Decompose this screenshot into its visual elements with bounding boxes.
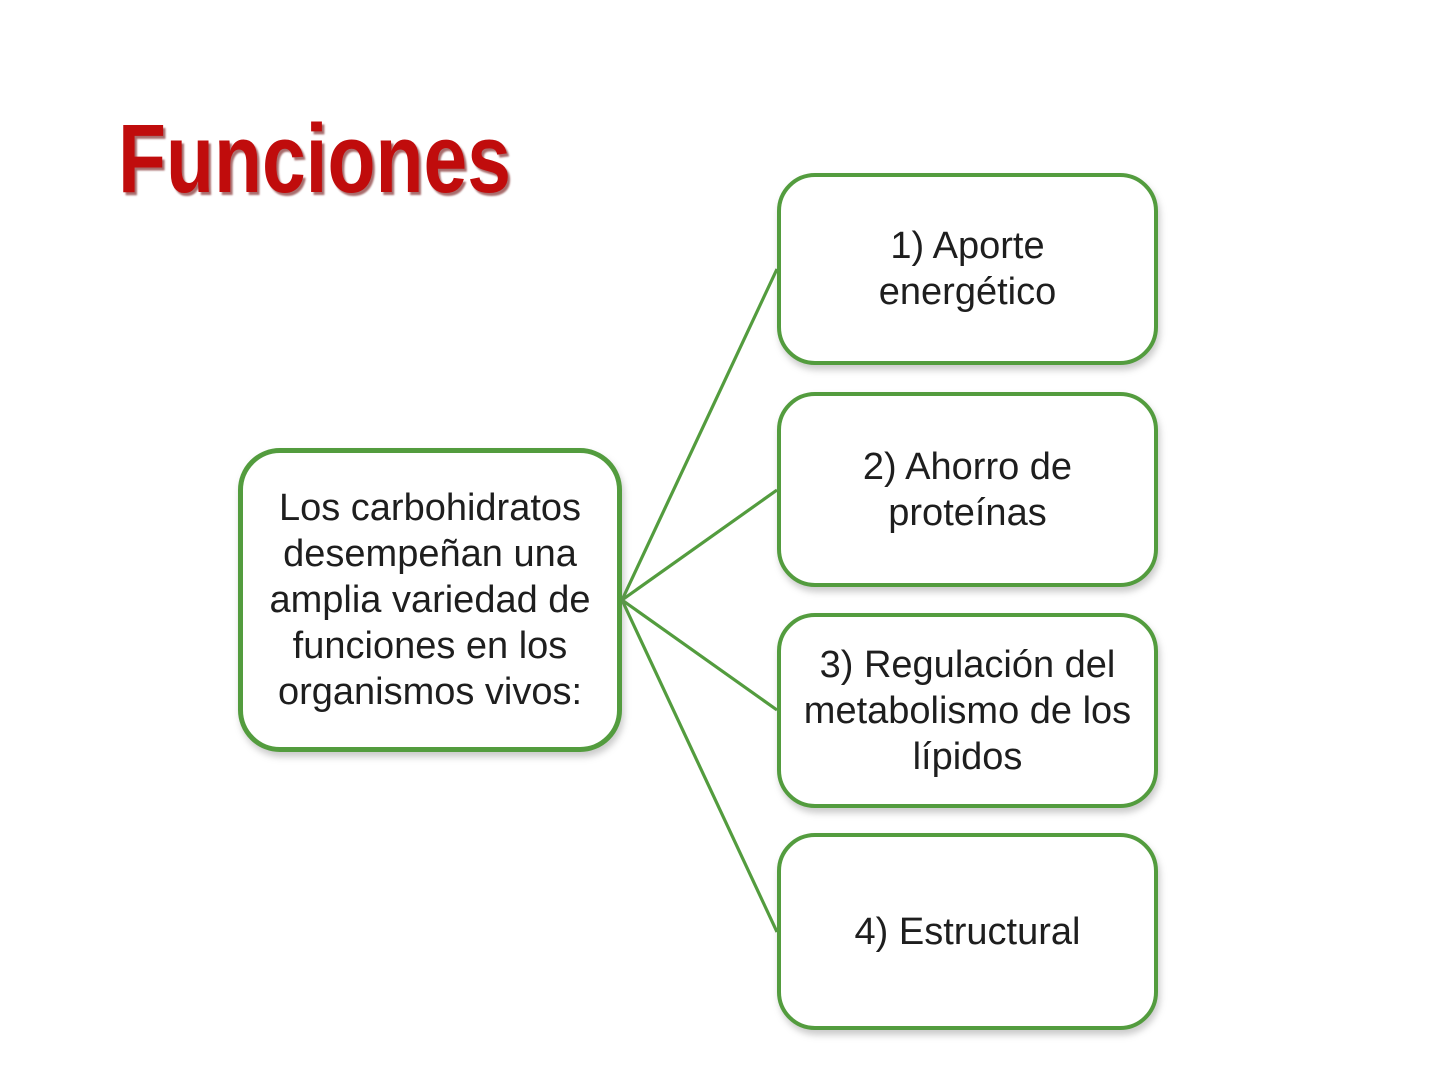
- diagram-root-node: Los carbohidratos desempeñan una amplia …: [238, 448, 622, 752]
- connector-line-3: [621, 598, 778, 712]
- diagram-root-text: Los carbohidratos desempeñan una amplia …: [269, 487, 591, 713]
- diagram-node-label: 1) Aporte energético: [878, 225, 1057, 313]
- connector-line-4: [620, 599, 779, 933]
- slide-title: Funciones: [118, 104, 511, 213]
- diagram-node-ahorro-proteinas: 2) Ahorro de proteínas: [777, 392, 1158, 587]
- diagram-node-label: 3) Regulación del metabolismo de los líp…: [803, 643, 1132, 778]
- connector-line-1: [620, 268, 779, 601]
- diagram-node-label: 2) Ahorro de proteínas: [862, 445, 1073, 534]
- connector-line-2: [621, 488, 778, 602]
- diagram-node-label: 4) Estructural: [854, 910, 1081, 953]
- diagram-node-aporte-energetico: 1) Aporte energético: [777, 173, 1158, 365]
- diagram-node-regulacion-metabolismo: 3) Regulación del metabolismo de los líp…: [777, 613, 1158, 808]
- diagram-node-estructural: 4) Estructural: [777, 833, 1158, 1030]
